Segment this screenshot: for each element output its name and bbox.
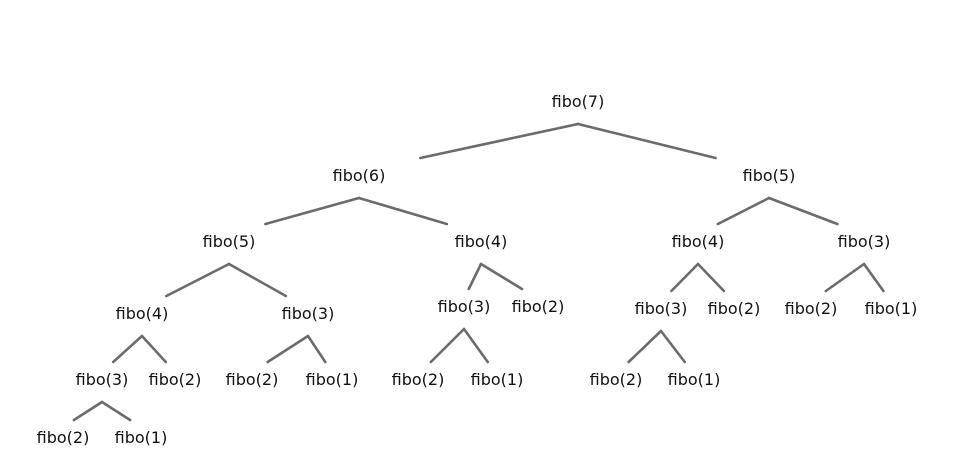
tree-edge-n0-n1 xyxy=(419,122,580,160)
tree-edge-n6-n14 xyxy=(862,262,885,293)
tree-edge-n4-n10 xyxy=(479,262,524,291)
tree-node-fibo3: fibo(3) xyxy=(437,297,491,316)
tree-edge-n9-n20 xyxy=(462,327,490,364)
tree-node-fibo2: fibo(2) xyxy=(225,370,279,389)
tree-node-fibo1: fibo(1) xyxy=(864,299,918,318)
tree-edge-n1-n3 xyxy=(264,196,361,226)
tree-node-fibo3: fibo(3) xyxy=(837,232,891,251)
tree-node-fibo2: fibo(2) xyxy=(784,299,838,318)
tree-node-fibo2: fibo(2) xyxy=(148,370,202,389)
tree-node-fibo3: fibo(3) xyxy=(75,370,129,389)
tree-edge-n7-n15 xyxy=(111,334,144,364)
tree-edge-n5-n12 xyxy=(696,262,726,293)
tree-edge-n0-n2 xyxy=(576,122,717,160)
tree-node-fibo7-root: fibo(7) xyxy=(551,92,605,111)
tree-node-fibo3: fibo(3) xyxy=(634,299,688,318)
tree-node-fibo4: fibo(4) xyxy=(115,304,169,323)
tree-node-fibo2: fibo(2) xyxy=(36,428,90,447)
tree-node-fibo1: fibo(1) xyxy=(114,428,168,447)
tree-node-fibo5-right: fibo(5) xyxy=(742,166,796,185)
tree-edge-n11-n22 xyxy=(659,329,687,364)
tree-edge-n15-n24 xyxy=(100,400,132,422)
tree-node-fibo1: fibo(1) xyxy=(667,370,721,389)
tree-node-fibo1: fibo(1) xyxy=(305,370,359,389)
tree-node-fibo4: fibo(4) xyxy=(671,232,725,251)
tree-edge-n3-n7 xyxy=(165,262,231,298)
tree-edge-n2-n6 xyxy=(767,196,839,226)
tree-node-fibo4: fibo(4) xyxy=(454,232,508,251)
tree-edge-n4-n9 xyxy=(467,262,483,291)
tree-edge-n9-n19 xyxy=(429,327,466,364)
tree-edge-n2-n5 xyxy=(716,196,771,226)
tree-edge-n7-n16 xyxy=(140,334,168,364)
tree-node-fibo2: fibo(2) xyxy=(707,299,761,318)
tree-node-fibo6: fibo(6) xyxy=(332,166,386,185)
tree-edge-n1-n4 xyxy=(357,196,449,226)
tree-node-fibo2: fibo(2) xyxy=(589,370,643,389)
tree-node-fibo1: fibo(1) xyxy=(470,370,524,389)
tree-edge-n8-n18 xyxy=(306,334,327,364)
tree-edge-n15-n23 xyxy=(72,400,104,422)
tree-edge-n6-n13 xyxy=(824,262,866,293)
tree-edge-n8-n17 xyxy=(266,334,310,364)
tree-node-fibo2: fibo(2) xyxy=(391,370,445,389)
tree-node-fibo2: fibo(2) xyxy=(511,297,565,316)
tree-edge-n3-n8 xyxy=(227,262,288,298)
tree-edge-n5-n11 xyxy=(670,262,700,293)
tree-edge-n11-n21 xyxy=(627,329,663,364)
tree-node-fibo3: fibo(3) xyxy=(281,304,335,323)
tree-node-fibo5-left: fibo(5) xyxy=(202,232,256,251)
